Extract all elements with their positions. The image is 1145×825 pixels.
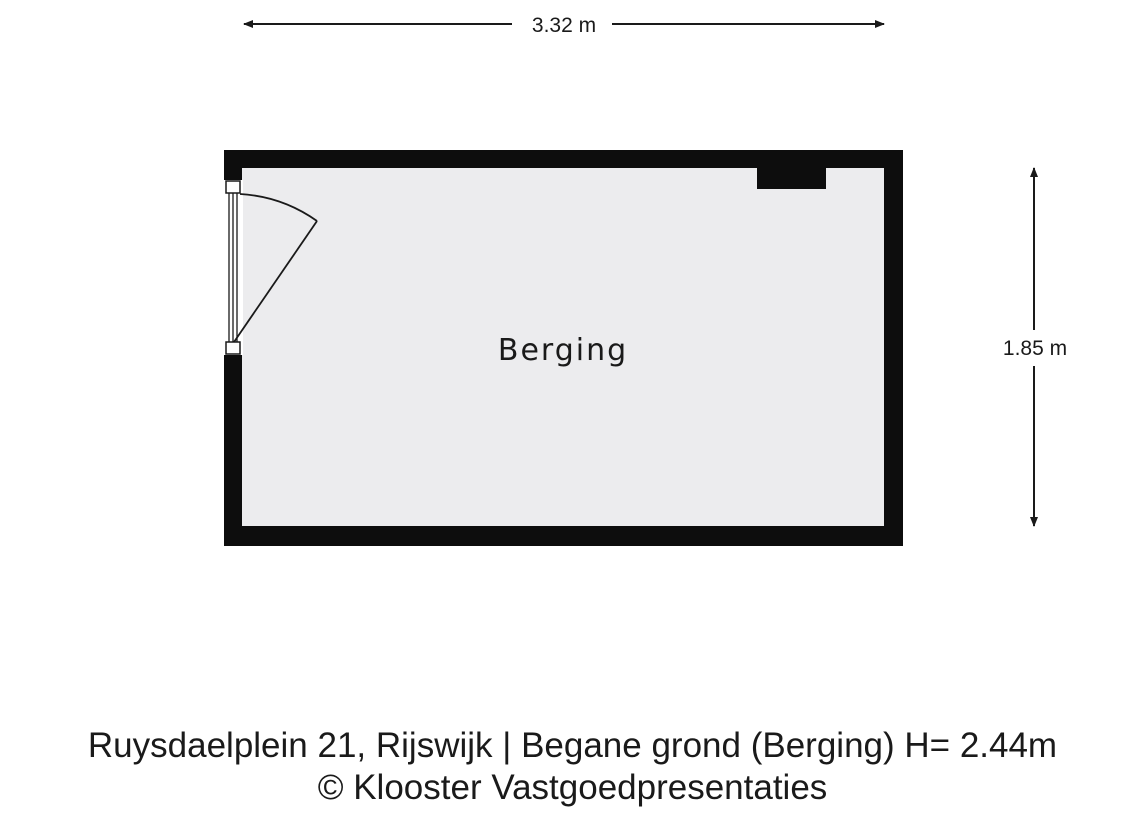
door-jamb-bottom [225,341,241,355]
width-dimension-label: 3.32 m [532,14,596,37]
door [223,180,318,355]
copyright-notice: © Klooster Vastgoedpresentaties [317,768,828,807]
width-dimension: 3.32 m [243,14,885,37]
door-leaf [233,220,318,343]
plan-caption: Ruysdaelplein 21, Rijswijk | Begane gron… [87,726,1058,765]
room-label: Berging [498,333,628,368]
door-jamb-top [225,180,241,194]
height-dimension: 1.85 m [1003,167,1067,527]
room-floor [242,168,884,526]
height-dimension-label: 1.85 m [1003,337,1067,360]
door-swing-arc [239,193,318,222]
room [224,150,903,546]
wall-column [757,166,826,189]
